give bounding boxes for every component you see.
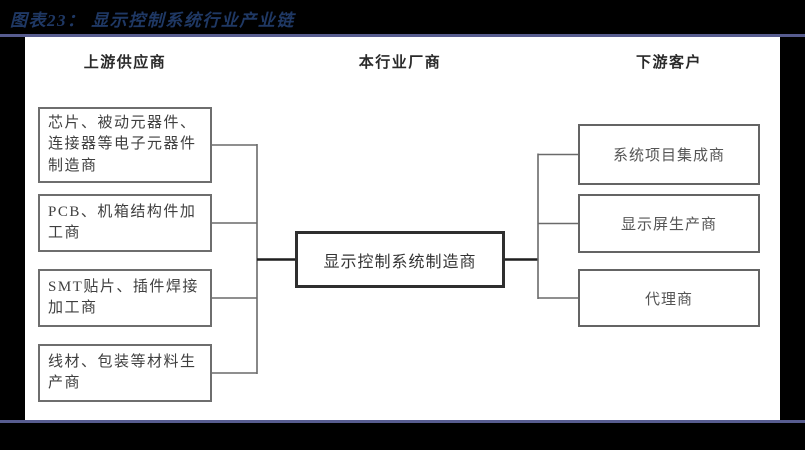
downstream-box-label: 显示屏生产商: [620, 217, 717, 233]
bottom-divider-rule: [0, 420, 805, 423]
downstream-box-display-producer: 显示屏生产商: [578, 194, 760, 253]
upstream-box-label: 芯片、被动元器件、连接器等电子元器件制造商: [48, 115, 197, 174]
upstream-box-wire-packaging: 线材、包装等材料生产商: [38, 344, 212, 402]
upstream-box-electronic-components: 芯片、被动元器件、连接器等电子元器件制造商: [38, 107, 212, 183]
downstream-box-label: 代理商: [644, 291, 693, 308]
upstream-box-label: 线材、包装等材料生产商: [48, 353, 197, 391]
top-divider-rule: [0, 34, 805, 37]
column-header-industry: 本行业厂商: [358, 55, 442, 71]
upstream-box-label: SMT贴片、插件焊接加工商: [48, 278, 199, 316]
industry-chain-diagram: 上游供应商 本行业厂商 下游客户 芯片、被动元器件、连接器等电子元器件制造商 P…: [25, 37, 780, 420]
downstream-box-system-integrator: 系统项目集成商: [578, 124, 760, 185]
downstream-box-label: 系统项目集成商: [612, 148, 725, 164]
column-header-downstream: 下游客户: [635, 55, 702, 71]
manufacturer-box-label: 显示控制系统制造商: [323, 253, 477, 271]
downstream-box-agent: 代理商: [578, 269, 760, 327]
upstream-box-label: PCB、机箱结构件加工商: [48, 203, 197, 241]
connector-lines: [212, 144, 578, 374]
manufacturer-box: 显示控制系统制造商: [295, 231, 505, 288]
figure-title: 图表23： 显示控制系统行业产业链: [10, 11, 295, 30]
upstream-box-smt-soldering: SMT贴片、插件焊接加工商: [38, 269, 212, 327]
upstream-box-pcb-chassis: PCB、机箱结构件加工商: [38, 194, 212, 252]
column-header-upstream: 上游供应商: [83, 55, 167, 71]
